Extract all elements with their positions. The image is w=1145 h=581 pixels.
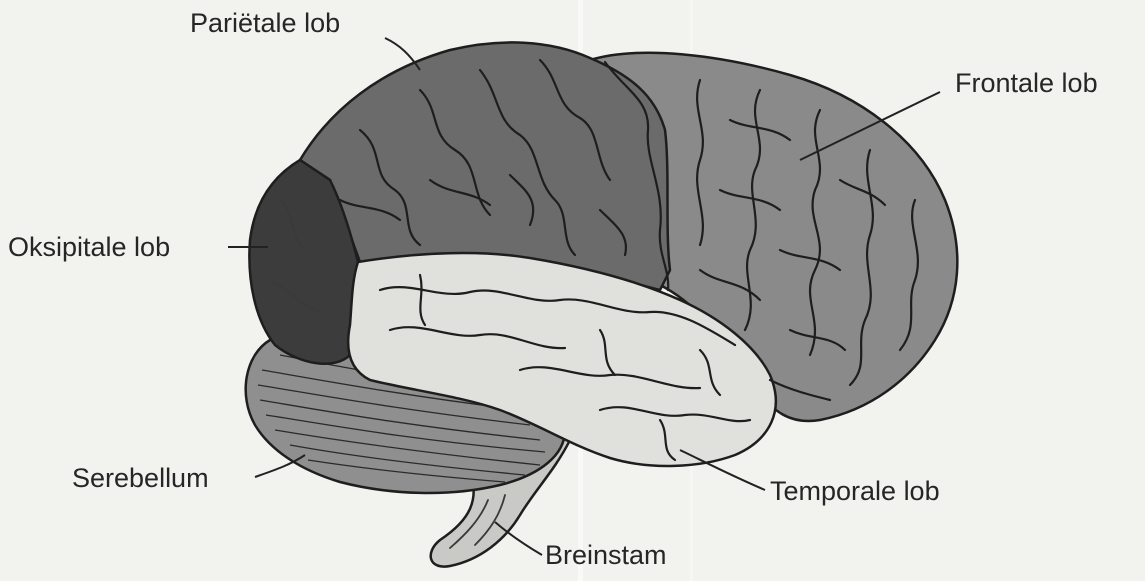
label-parietal-lobe: Pariëtale lob xyxy=(190,10,340,37)
label-brainstem: Breinstam xyxy=(545,542,667,569)
label-occipital-lobe: Oksipitale lob xyxy=(8,234,170,261)
label-frontal-lobe: Frontale lob xyxy=(955,70,1098,97)
label-cerebellum: Serebellum xyxy=(72,465,209,492)
label-temporal-lobe: Temporale lob xyxy=(770,478,940,505)
